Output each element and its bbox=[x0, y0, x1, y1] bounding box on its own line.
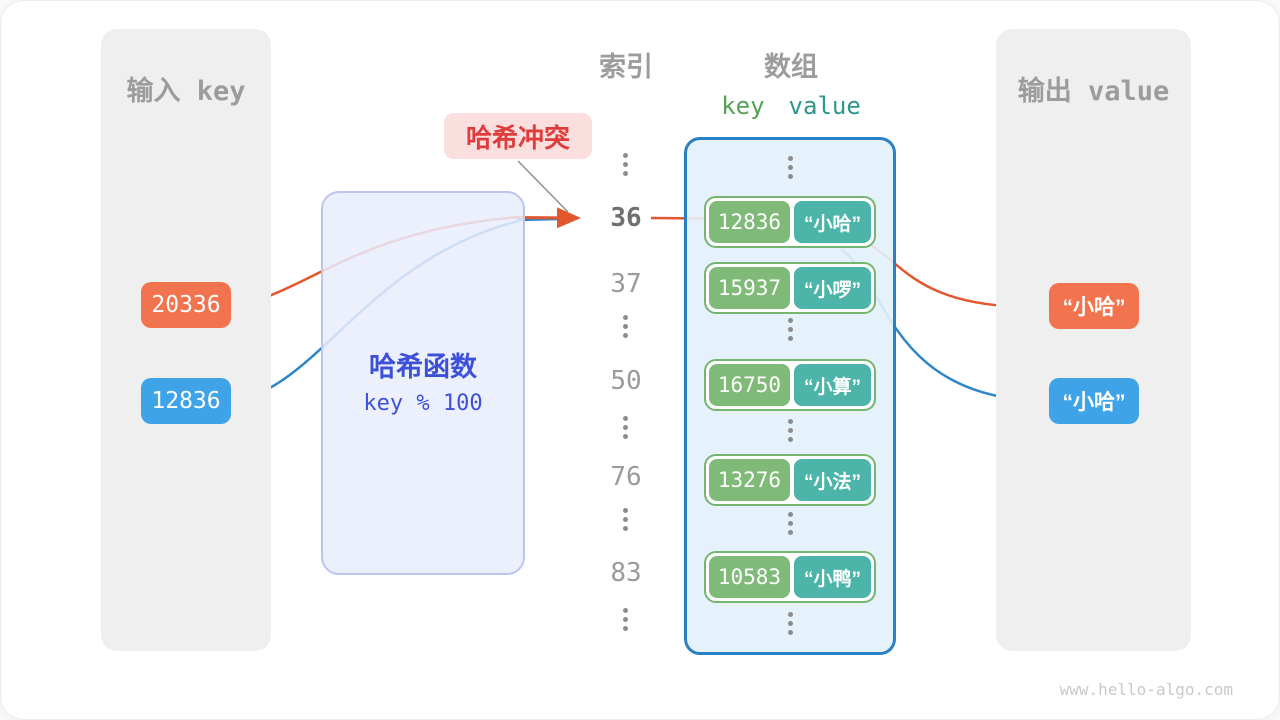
ellipsis-dots bbox=[788, 156, 793, 179]
ellipsis-dots bbox=[623, 416, 628, 439]
pair-key: 12836 bbox=[709, 201, 790, 243]
pair-value: “小法” bbox=[793, 459, 871, 501]
array-kv-header: key value bbox=[691, 92, 891, 120]
input-key-20336: 20336 bbox=[141, 282, 231, 328]
hash-function-title: 哈希函数 bbox=[369, 352, 477, 382]
array-pair: 13276 “小法” bbox=[704, 454, 876, 506]
hash-function-box: 哈希函数 key % 100 bbox=[321, 191, 525, 575]
index-cell-36: 36 bbox=[610, 203, 642, 233]
input-key-panel: 输入 key bbox=[101, 29, 271, 651]
pair-value: “小算” bbox=[793, 364, 871, 406]
ellipsis-dots bbox=[788, 318, 793, 341]
pair-key: 16750 bbox=[709, 364, 790, 406]
pair-key: 13276 bbox=[709, 459, 790, 501]
hash-collision-label: 哈希冲突 bbox=[444, 113, 592, 159]
output-value-panel: 输出 value bbox=[996, 29, 1191, 651]
output-panel-title: 输出 value bbox=[1017, 76, 1170, 107]
pair-key: 15937 bbox=[709, 267, 790, 309]
index-cell-50: 50 bbox=[610, 366, 642, 396]
array-pair: 15937 “小啰” bbox=[704, 262, 876, 314]
collision-pointer-line bbox=[517, 160, 569, 213]
array-pair: 12836 “小哈” bbox=[704, 196, 876, 248]
pair-value: “小鸭” bbox=[793, 556, 871, 598]
pair-value: “小哈” bbox=[793, 201, 871, 243]
ellipsis-dots bbox=[788, 612, 793, 635]
pair-value: “小啰” bbox=[793, 267, 871, 309]
ellipsis-dots bbox=[623, 508, 628, 531]
output-value-blue: “小哈” bbox=[1049, 378, 1139, 424]
ellipsis-dots bbox=[623, 315, 628, 338]
ellipsis-dots bbox=[788, 512, 793, 535]
value-header: value bbox=[788, 92, 861, 120]
array-column-title: 数组 bbox=[764, 52, 818, 83]
ellipsis-dots bbox=[623, 153, 628, 176]
ellipsis-dots bbox=[623, 608, 628, 631]
key-header: key bbox=[721, 92, 765, 120]
array-pair: 10583 “小鸭” bbox=[704, 551, 876, 603]
index-cell-76: 76 bbox=[610, 462, 642, 492]
watermark: www.hello-algo.com bbox=[1059, 680, 1233, 699]
index-column-title: 索引 bbox=[599, 52, 653, 83]
output-value-orange: “小哈” bbox=[1049, 283, 1139, 329]
array-container: 12836 “小哈” 15937 “小啰” 16750 “小算” 13276 “… bbox=[684, 137, 896, 655]
index-cell-37: 37 bbox=[610, 269, 642, 299]
hash-function-formula: key % 100 bbox=[363, 391, 483, 416]
input-key-12836: 12836 bbox=[141, 378, 231, 424]
array-pair: 16750 “小算” bbox=[704, 359, 876, 411]
ellipsis-dots bbox=[788, 419, 793, 442]
index-cell-83: 83 bbox=[610, 558, 642, 588]
input-panel-title: 输入 key bbox=[126, 76, 246, 107]
pair-key: 10583 bbox=[709, 556, 790, 598]
